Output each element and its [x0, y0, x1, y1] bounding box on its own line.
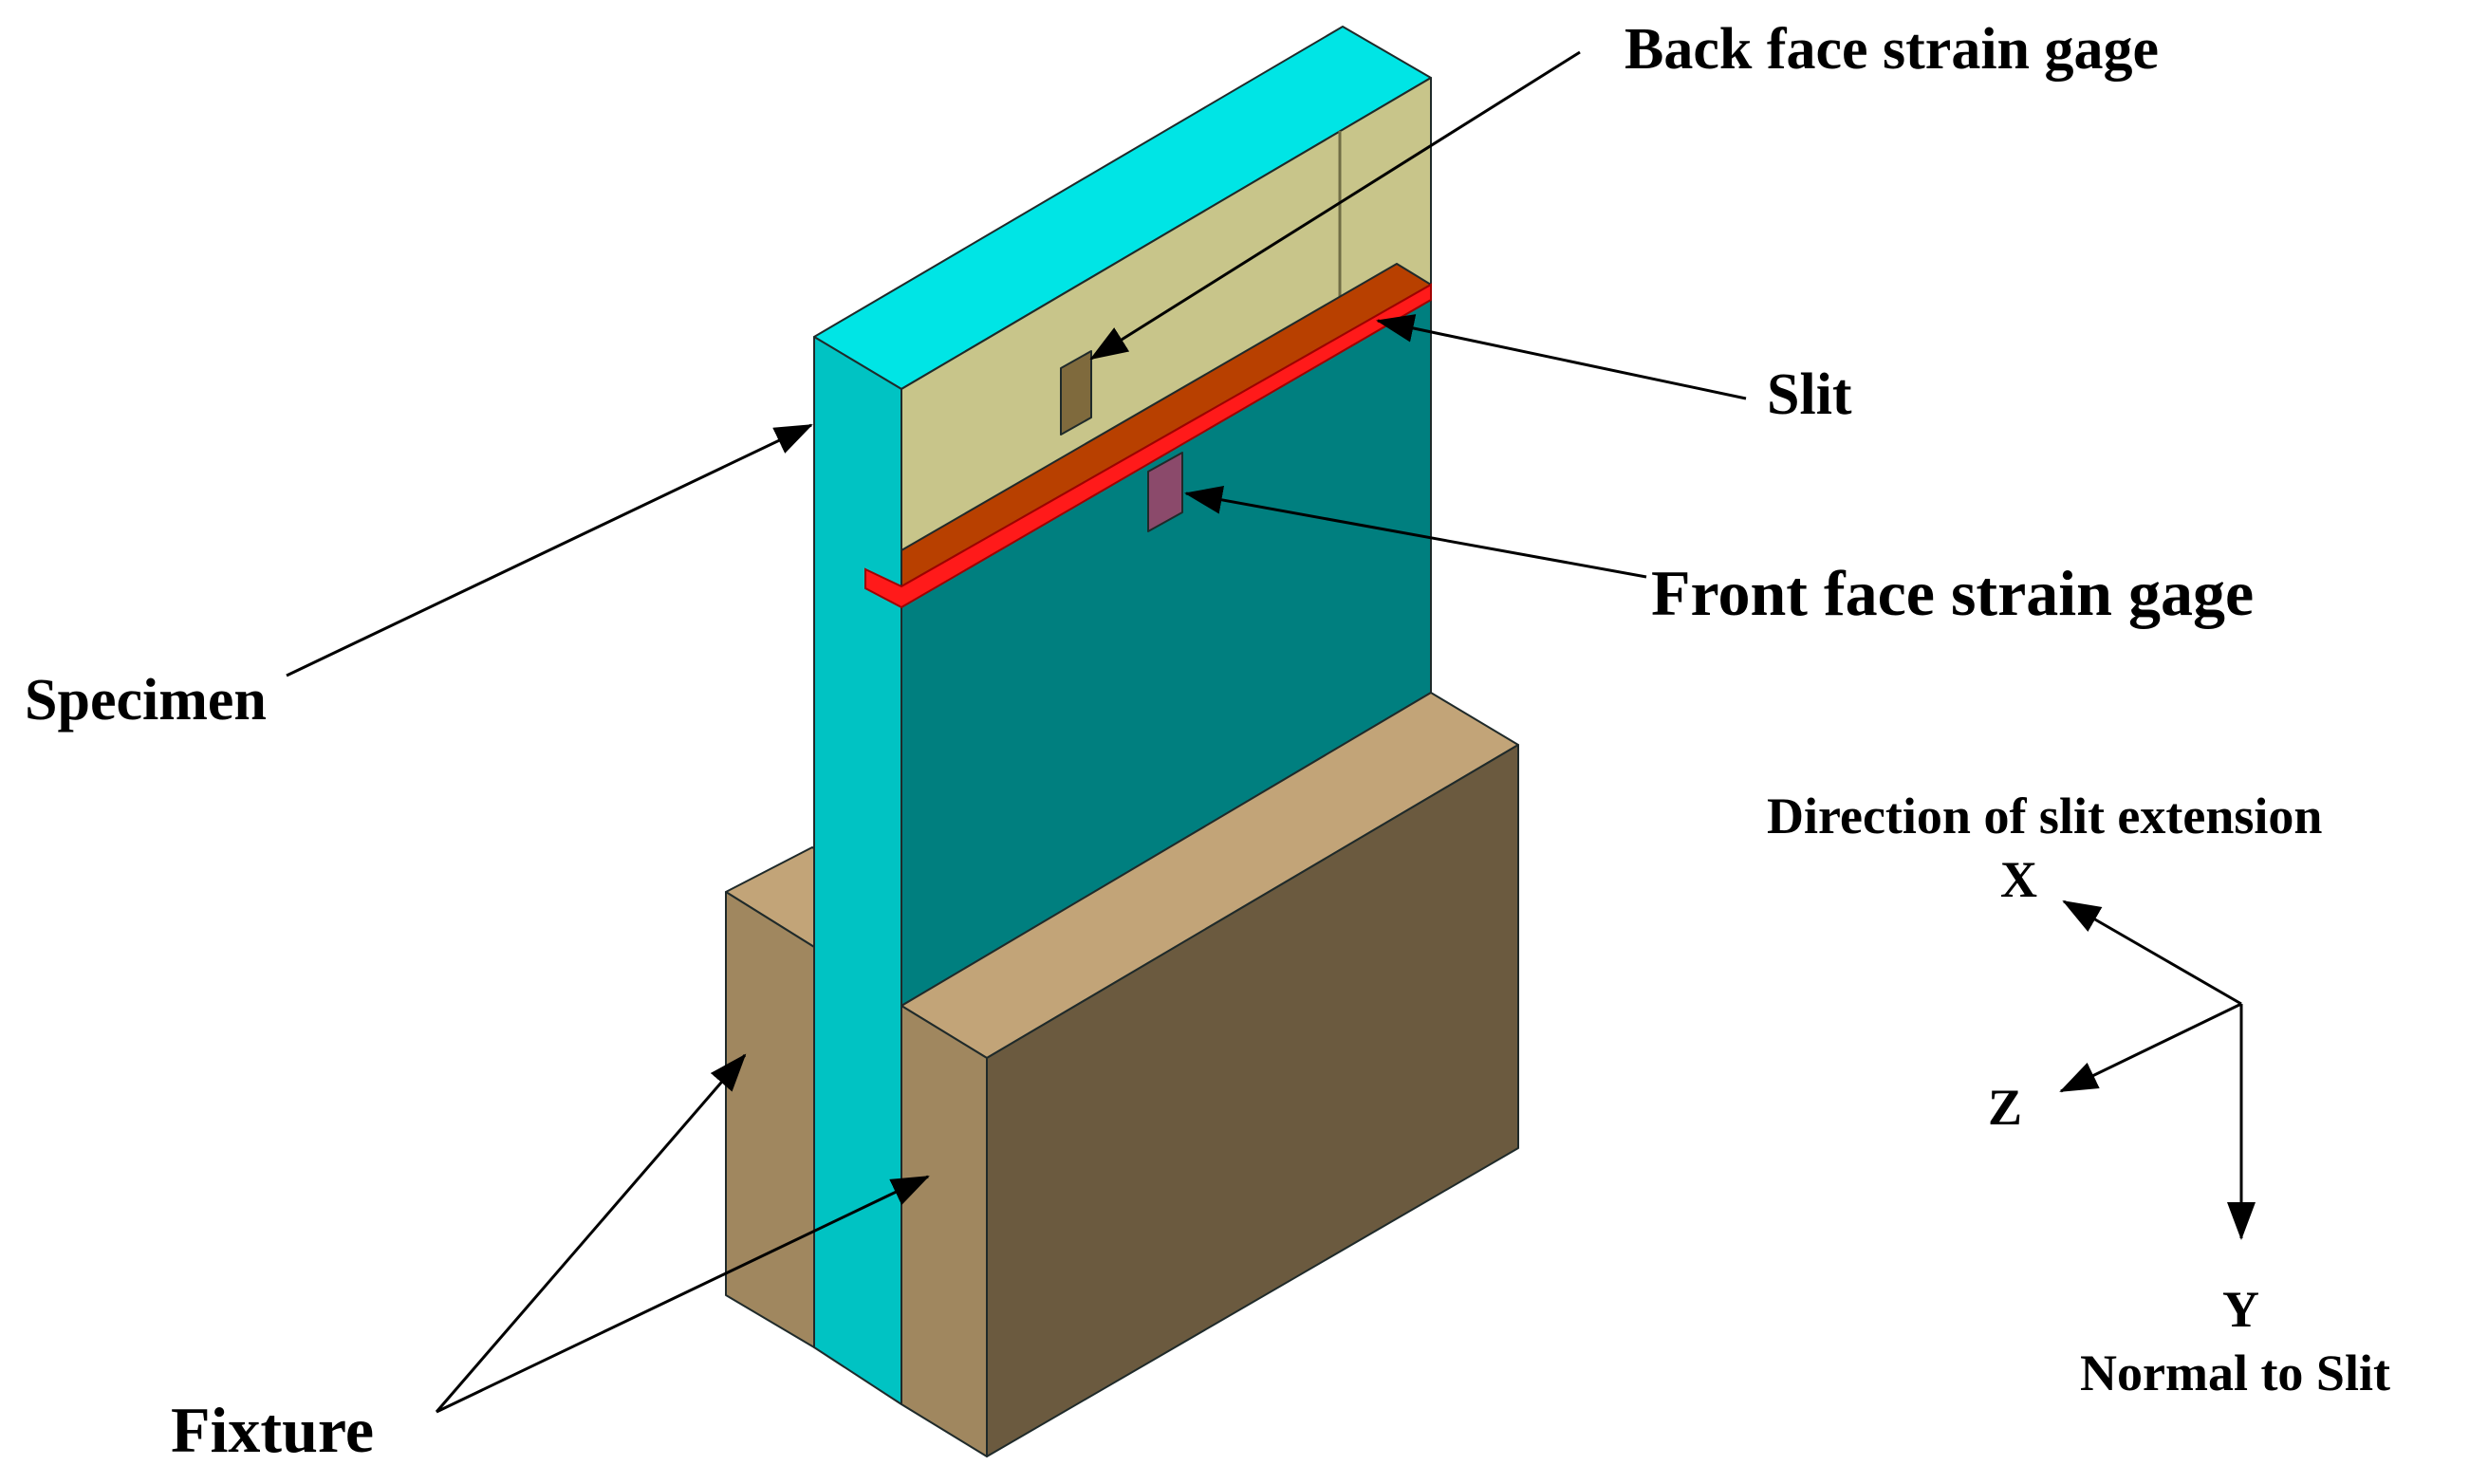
leader-lines	[286, 50, 1747, 1414]
x-axis-label: X	[2000, 851, 2037, 908]
coordinate-triad	[2059, 900, 2256, 1240]
specimen-label: Specimen	[25, 668, 267, 733]
specimen	[813, 26, 1432, 1405]
fixture-leader-right	[436, 1175, 930, 1414]
specimen-leader	[286, 423, 813, 677]
front-gage-label: Front face strain gage	[1651, 557, 2254, 629]
back-gage-leader	[1089, 50, 1581, 361]
fixture-left-side-face	[725, 891, 815, 1348]
slit-label: Slit	[1767, 362, 1852, 427]
fixture-leader-left	[435, 1053, 747, 1413]
fixture-label: Fixture	[171, 1394, 374, 1466]
slit-leader	[1376, 314, 1747, 400]
z-axis-arrow	[2059, 1002, 2242, 1093]
slit-edge	[864, 283, 1432, 609]
front-face-strain-gage	[1147, 452, 1183, 532]
fixture-front-left-face	[901, 1005, 988, 1457]
fixture-front-block	[901, 692, 1519, 1457]
specimen-edge-face	[813, 336, 902, 1405]
back-face-strain-gage	[1060, 350, 1092, 436]
front-gage-leader	[1184, 486, 1647, 579]
back-gage-label: Back face strain gage	[1625, 17, 2159, 82]
x-axis-arrow	[2062, 900, 2242, 1006]
fixture-front-main-face	[986, 744, 1519, 1457]
y-axis-label: Y	[2222, 1281, 2259, 1338]
z-axis-label: Z	[1988, 1079, 2022, 1136]
y-axis-caption: Normal to Slit	[2080, 1345, 2390, 1401]
axes-title: Direction of slit extension	[1767, 788, 2322, 844]
